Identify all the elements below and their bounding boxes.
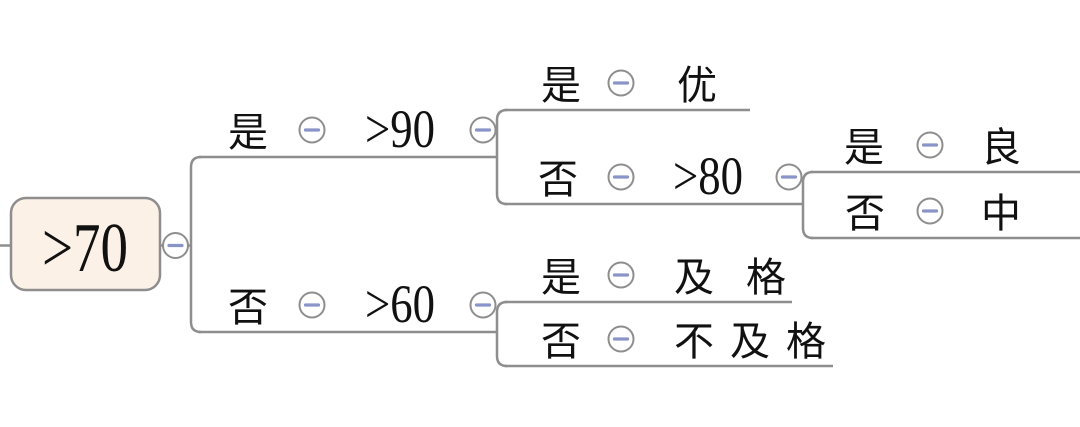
connector-fork-root (189, 155, 202, 334)
connector-fork-90 (495, 108, 508, 206)
topic-no-90[interactable]: 否 (538, 157, 578, 202)
topic-yes-top[interactable]: 是 (228, 110, 268, 155)
collapse-button-root[interactable] (162, 232, 189, 259)
collapse-button-no-80[interactable] (916, 197, 944, 225)
collapse-button-no-top[interactable] (298, 291, 326, 319)
topics: 是 >90 是 优 否 >80 是 良 否 中 否 >60 是 及格 否 不及格 (228, 63, 1021, 364)
topic-gt60[interactable]: >60 (365, 274, 435, 334)
connectors (0, 108, 1080, 368)
topic-yes-60[interactable]: 是 (541, 255, 581, 300)
collapse-button-gt90[interactable] (469, 116, 497, 144)
root-node-box[interactable] (9, 196, 162, 292)
collapse-button-gt80[interactable] (775, 163, 803, 191)
collapse-button-yes-top[interactable] (298, 116, 326, 144)
collapse-button-yes-60[interactable] (607, 261, 635, 289)
collapse-button-gt60[interactable] (469, 291, 497, 319)
root-node-label: >70 (42, 210, 128, 287)
topic-good[interactable]: 良 (981, 125, 1021, 170)
collapse-button-no-60[interactable] (607, 325, 635, 353)
collapse-button-no-90[interactable] (607, 163, 635, 191)
topic-no-60[interactable]: 否 (541, 319, 581, 364)
collapse-button-yes-80[interactable] (916, 131, 944, 159)
topic-root[interactable]: >70 (9, 196, 162, 292)
topic-no-top[interactable]: 否 (228, 285, 268, 330)
topic-medium[interactable]: 中 (981, 191, 1021, 236)
topic-gt90[interactable]: >90 (365, 99, 435, 159)
topic-yes-80[interactable]: 是 (844, 125, 884, 170)
topic-gt80[interactable]: >80 (673, 146, 743, 206)
topic-excellent[interactable]: 优 (677, 63, 717, 108)
collapse-button-yes-90[interactable] (607, 69, 635, 97)
connector-fork-80 (801, 170, 814, 240)
collapse-buttons (162, 69, 944, 353)
topic-fail[interactable]: 不及格 (674, 319, 826, 364)
connector-fork-60 (495, 300, 508, 368)
topic-no-80[interactable]: 否 (845, 191, 885, 236)
topic-pass[interactable]: 及格 (674, 255, 786, 300)
topic-yes-90[interactable]: 是 (541, 63, 581, 108)
